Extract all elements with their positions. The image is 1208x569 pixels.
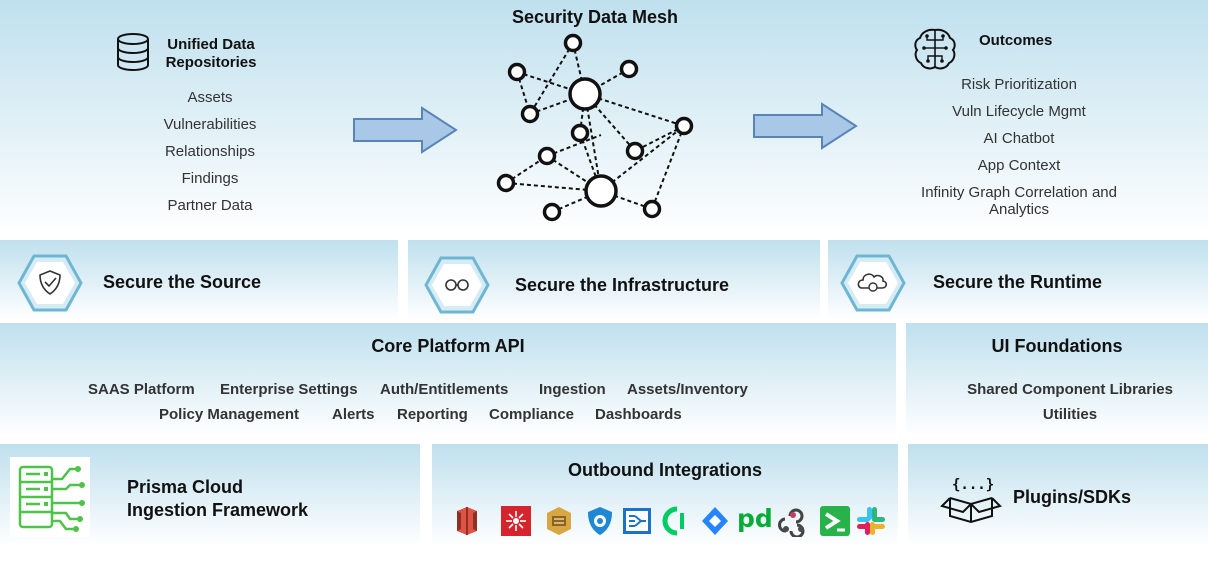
azure-sentinel-icon[interactable] xyxy=(585,505,615,537)
ui-foundations-title: UI Foundations xyxy=(991,336,1123,356)
api-item: Dashboards xyxy=(595,406,682,423)
core-platform-api-title: Core Platform API xyxy=(371,336,525,356)
repo-item: Assets xyxy=(187,89,233,106)
ui-foundations-item: Utilities xyxy=(1042,406,1098,423)
outcome-item: Infinity Graph Correlation and Analytics xyxy=(921,184,1117,218)
api-item: Compliance xyxy=(489,406,575,423)
azure-event-hub-icon[interactable] xyxy=(621,505,653,537)
api-item: Assets/Inventory xyxy=(627,381,748,398)
package-code-text: {...} xyxy=(952,477,995,493)
ui-foundations-item: Shared Component Libraries xyxy=(967,381,1173,398)
server-circuit-icon xyxy=(10,457,90,537)
outcome-item: App Context xyxy=(977,157,1061,174)
outcomes-title: Outcomes xyxy=(979,32,1053,49)
secure-infrastructure-label: Secure the Infrastructure xyxy=(515,275,730,295)
repo-item: Vulnerabilities xyxy=(163,116,257,133)
flow-arrow xyxy=(752,102,860,150)
database-icon xyxy=(115,32,151,72)
repo-item: Findings xyxy=(181,170,239,187)
flow-arrow xyxy=(352,106,460,154)
aws-sqs-icon[interactable] xyxy=(543,505,575,537)
ui-foundations-panel xyxy=(906,323,1208,437)
plugins-sdks-label: Plugins/SDKs xyxy=(1013,487,1132,507)
infrastructure-icon xyxy=(424,256,490,314)
repo-item: Relationships xyxy=(164,143,256,160)
outcome-item: Vuln Lifecycle Mgmt xyxy=(952,103,1086,120)
plugins-panel xyxy=(908,444,1208,546)
code-shield-icon xyxy=(17,254,83,312)
cloud-runtime-icon xyxy=(840,254,906,312)
secure-source-label: Secure the Source xyxy=(103,272,262,292)
outcome-item: AI Chatbot xyxy=(983,130,1055,147)
brain-icon xyxy=(912,26,958,72)
aws-sns-icon[interactable] xyxy=(500,505,532,537)
api-item: SAAS Platform xyxy=(88,381,195,398)
secure-runtime-label: Secure the Runtime xyxy=(933,272,1103,292)
network-graph-icon xyxy=(490,30,700,230)
outbound-integrations-title: Outbound Integrations xyxy=(568,460,762,480)
pagerduty-icon[interactable]: pd xyxy=(737,504,773,533)
jira-icon[interactable] xyxy=(700,505,730,537)
outcome-item: Risk Prioritization xyxy=(961,76,1077,93)
ingestion-framework-title: Prisma Cloud Ingestion Framework xyxy=(127,477,309,520)
prompt-shell-icon[interactable] xyxy=(819,505,851,537)
core-platform-api-panel xyxy=(0,323,896,437)
api-item: Policy Management xyxy=(159,406,300,423)
slack-icon[interactable] xyxy=(855,505,887,537)
api-item: Enterprise Settings xyxy=(220,381,358,398)
package-code-icon xyxy=(940,474,1002,524)
repo-item: Partner Data xyxy=(167,197,253,214)
aws-s3-icon[interactable] xyxy=(451,505,483,537)
api-item: Ingestion xyxy=(539,381,606,398)
api-item: Auth/Entitlements xyxy=(380,381,509,398)
api-item: Alerts xyxy=(332,406,375,423)
repositories-title: Unified Data Repositories xyxy=(165,36,257,71)
api-item: Reporting xyxy=(397,406,468,423)
cortex-xsoar-icon[interactable] xyxy=(662,505,692,537)
webhook-icon[interactable] xyxy=(777,505,809,537)
mesh-title: Security Data Mesh xyxy=(511,7,679,27)
